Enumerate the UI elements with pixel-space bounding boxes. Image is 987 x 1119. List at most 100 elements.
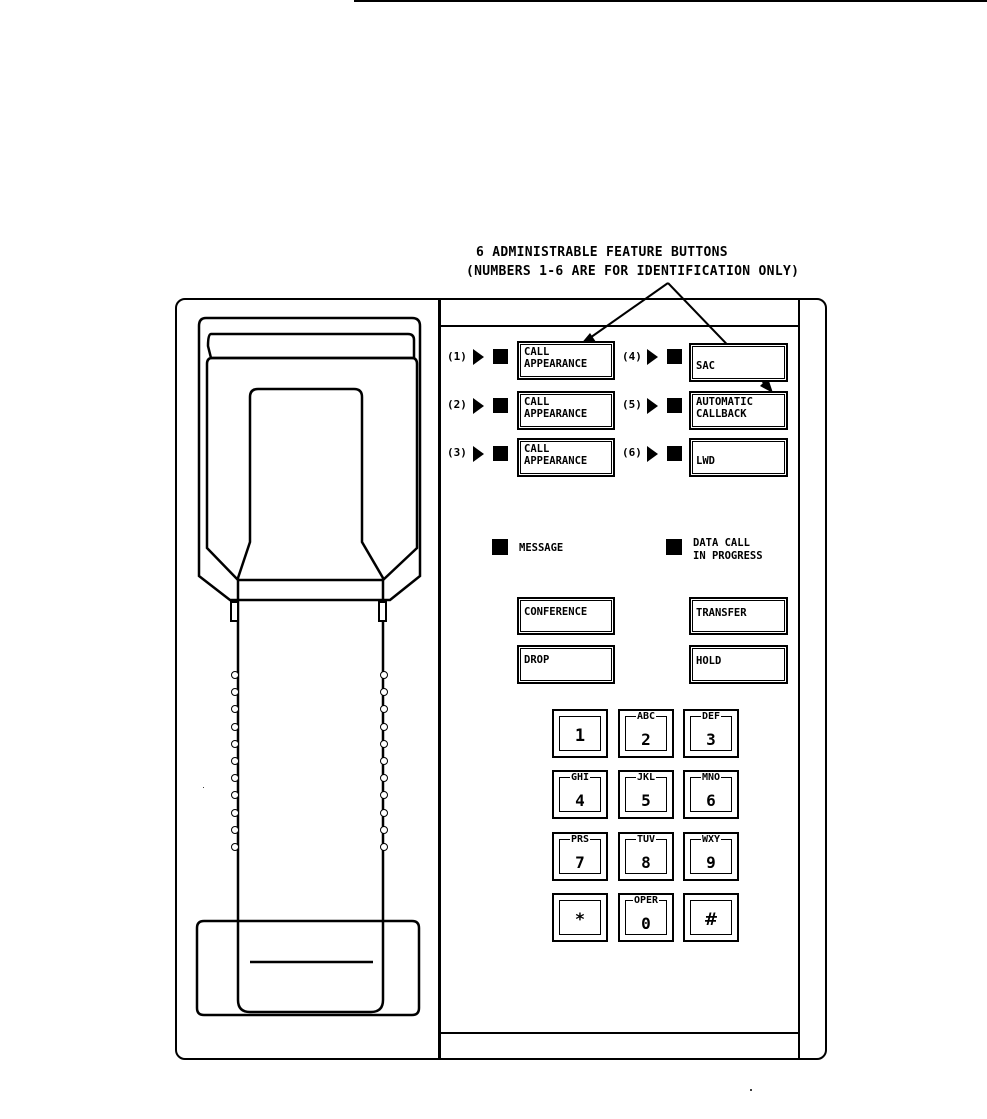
key-face: OPER 0 <box>625 895 667 935</box>
scan-speck <box>203 787 204 788</box>
grille-hole <box>231 843 239 851</box>
arrow-icon-2 <box>473 398 484 414</box>
key-letters: ABC <box>626 711 666 728</box>
panel-top-line <box>440 325 798 327</box>
grille-hole <box>231 671 239 679</box>
grille-hole <box>231 688 239 697</box>
keypad-key[interactable]: PRS 7 <box>552 832 608 881</box>
key-face: GHI 4 <box>559 772 601 812</box>
key-letters-text: ABC <box>635 711 657 722</box>
data-call-lamp <box>666 539 682 555</box>
key-face: * <box>559 900 601 935</box>
key-letters: JKL <box>626 772 666 789</box>
hookswitch-tab-left <box>230 601 239 622</box>
feature-button-2[interactable]: CALL APPEARANCE <box>517 391 615 430</box>
hold-button[interactable]: HOLD <box>689 645 788 684</box>
feature-id-6: (6) <box>622 446 642 459</box>
key-digit: # <box>703 910 719 930</box>
key-letters-text: PRS <box>569 834 591 845</box>
lamp-1 <box>493 349 508 364</box>
grille-hole <box>380 843 388 851</box>
key-face: WXY 9 <box>690 834 732 874</box>
earpiece-cup <box>206 332 416 360</box>
feature-button-5[interactable]: AUTOMATIC CALLBACK <box>689 391 788 430</box>
key-face: PRS 7 <box>559 834 601 874</box>
lamp-2 <box>493 398 508 413</box>
hookswitch-tab-right <box>378 601 387 622</box>
grille-hole <box>380 791 388 800</box>
key-digit: 1 <box>574 726 586 746</box>
lamp-6 <box>667 446 682 461</box>
feature-button-3[interactable]: CALL APPEARANCE <box>517 438 615 477</box>
keypad-key[interactable]: # <box>683 893 739 942</box>
keypad-key[interactable]: DEF 3 <box>683 709 739 758</box>
key-digit: 7 <box>575 853 585 872</box>
cradle-recess <box>205 356 419 582</box>
transfer-button[interactable]: TRANSFER <box>689 597 788 635</box>
grille-hole <box>380 739 388 748</box>
key-digit: 5 <box>641 791 651 810</box>
key-digit: 3 <box>706 730 716 749</box>
lamp-4 <box>667 349 682 364</box>
drop-button[interactable]: DROP <box>517 645 615 684</box>
keypad-key[interactable]: OPER 0 <box>618 893 674 942</box>
grille-hole <box>380 808 388 817</box>
message-label: MESSAGE <box>519 542 564 554</box>
scan-speck <box>750 1089 752 1091</box>
conference-button[interactable]: CONFERENCE <box>517 597 615 635</box>
keypad-key[interactable]: JKL 5 <box>618 770 674 819</box>
arrow-icon-1 <box>473 349 484 365</box>
feature-button-1[interactable]: CALL APPEARANCE <box>517 341 615 380</box>
cradle-outline <box>197 316 422 602</box>
key-letters-text: WXY <box>700 834 722 845</box>
grille-hole <box>231 791 239 800</box>
lamp-3 <box>493 446 508 461</box>
key-digit: 0 <box>641 914 651 933</box>
arrow-icon-5 <box>647 398 658 414</box>
lamp-5 <box>667 398 682 413</box>
keypad-key[interactable]: GHI 4 <box>552 770 608 819</box>
body-divider <box>438 298 441 1060</box>
grille-hole <box>380 825 388 834</box>
feature-id-3: (3) <box>447 446 467 459</box>
key-face: # <box>690 900 732 935</box>
key-letters-text: GHI <box>569 772 591 783</box>
feature-id-1: (1) <box>447 350 467 363</box>
arrow-icon-3 <box>473 446 484 462</box>
handset <box>236 387 385 1014</box>
feature-button-6[interactable]: LWD <box>689 438 788 477</box>
keypad-key[interactable]: MNO 6 <box>683 770 739 819</box>
callout-subtitle: (NUMBERS 1-6 ARE FOR IDENTIFICATION ONLY… <box>466 264 800 279</box>
key-digit: 6 <box>706 791 716 810</box>
feature-id-5: (5) <box>622 398 642 411</box>
top-rule <box>354 0 987 2</box>
grille-hole <box>380 722 388 731</box>
grille-hole <box>380 757 388 765</box>
callout-title: 6 ADMINISTRABLE FEATURE BUTTONS <box>476 245 728 260</box>
key-letters-text: MNO <box>700 772 722 783</box>
key-letters: DEF <box>691 711 731 728</box>
data-call-label: DATA CALL IN PROGRESS <box>693 537 763 562</box>
feature-button-4[interactable]: SAC <box>689 343 788 382</box>
keypad-key[interactable]: * <box>552 893 608 942</box>
key-letters: TUV <box>626 834 666 851</box>
key-face: 1 <box>559 716 601 751</box>
key-digit: 4 <box>575 791 585 810</box>
keypad-key[interactable]: 1 <box>552 709 608 758</box>
key-letters: MNO <box>691 772 731 789</box>
grille-hole <box>231 722 239 731</box>
key-letters: OPER <box>626 895 666 912</box>
message-lamp <box>492 539 508 555</box>
keypad-key[interactable]: WXY 9 <box>683 832 739 881</box>
key-digit: 9 <box>706 853 716 872</box>
key-face: DEF 3 <box>690 711 732 751</box>
lower-cradle <box>195 919 421 1017</box>
key-letters-text: DEF <box>700 711 722 722</box>
feature-id-4: (4) <box>622 350 642 363</box>
key-digit: * <box>575 910 585 930</box>
phone-body <box>175 298 827 1060</box>
